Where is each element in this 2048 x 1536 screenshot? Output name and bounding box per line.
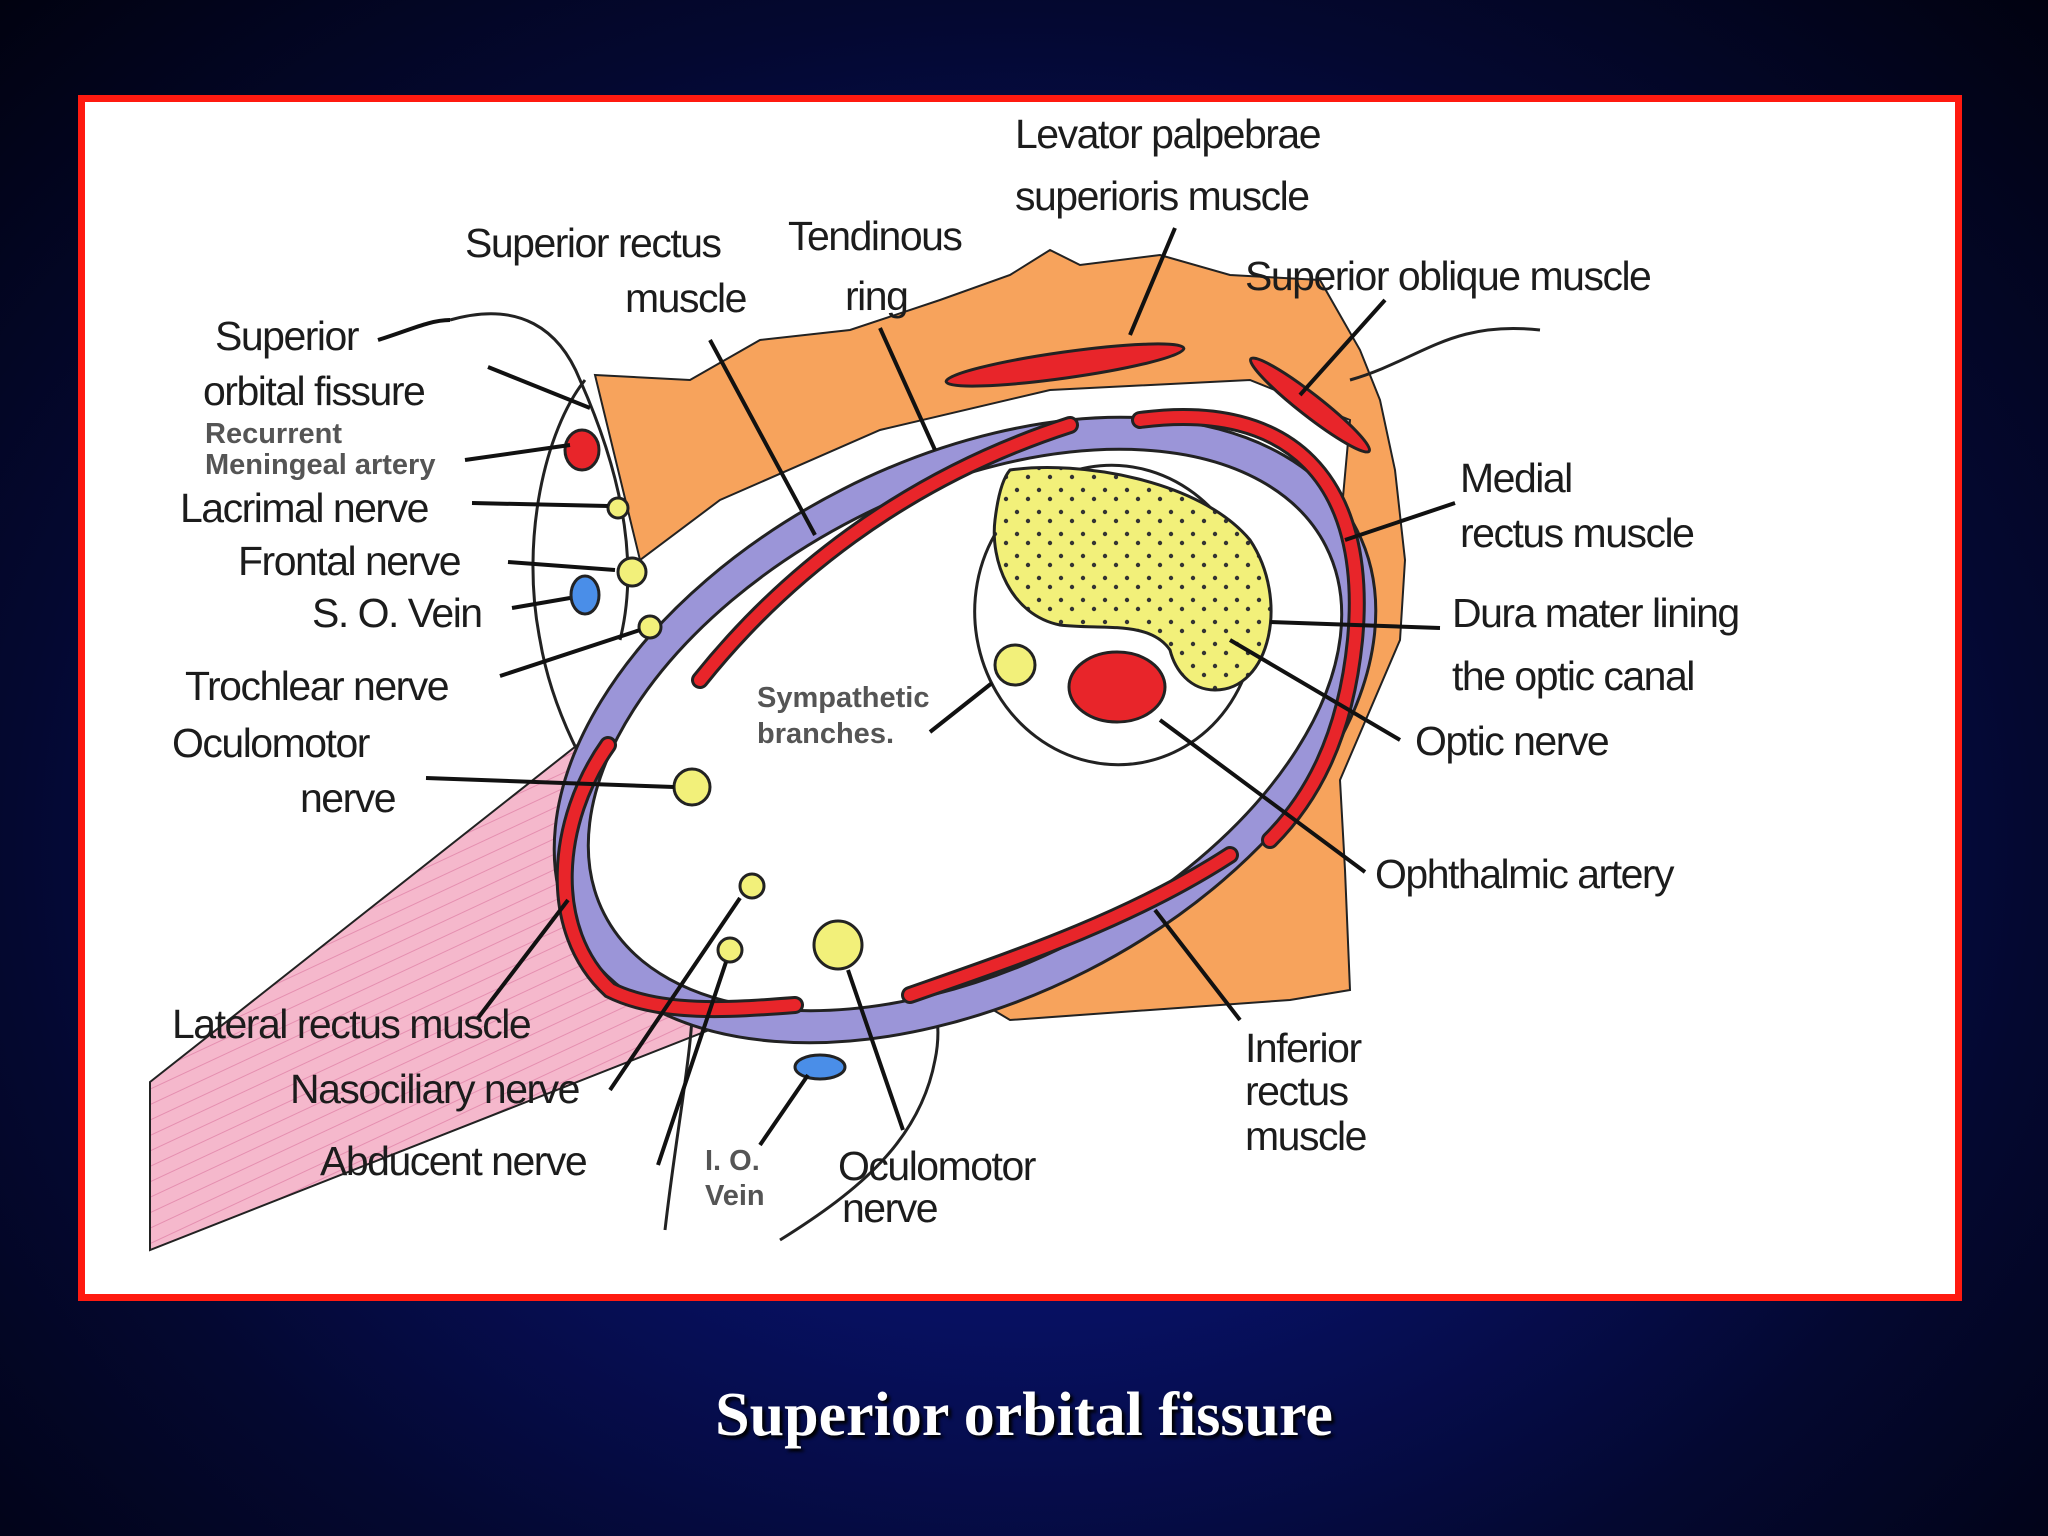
label-oculomotor-1: Oculomotor bbox=[172, 720, 370, 766]
recurrent-meningeal-artery bbox=[563, 428, 601, 472]
label-inferior-1: Inferior bbox=[1245, 1025, 1361, 1071]
label-oculomotor-b-1: Oculomotor bbox=[838, 1143, 1036, 1189]
levator-muscle bbox=[944, 342, 1186, 388]
label-levator-2: superioris muscle bbox=[1015, 173, 1309, 219]
io-vein-dot bbox=[793, 1053, 847, 1081]
lacrimal-nerve-dot bbox=[606, 496, 630, 520]
sympathetic-nerve-dot bbox=[993, 643, 1037, 687]
label-sympathetic-1: Sympathetic bbox=[757, 682, 929, 714]
label-medial-2: rectus muscle bbox=[1460, 510, 1693, 556]
label-superior-rectus-2: muscle bbox=[625, 275, 746, 321]
label-lateral-rectus: Lateral rectus muscle bbox=[172, 1001, 530, 1047]
label-dura-1: Dura mater lining bbox=[1452, 590, 1739, 636]
label-oculomotor-2: nerve bbox=[300, 775, 395, 821]
label-nasociliary: Nasociliary nerve bbox=[290, 1066, 579, 1112]
so-vein-dot bbox=[569, 574, 601, 616]
label-lacrimal: Lacrimal nerve bbox=[180, 485, 428, 531]
label-inferior-3: muscle bbox=[1245, 1113, 1366, 1159]
label-superior-oblique: Superior oblique muscle bbox=[1245, 253, 1650, 299]
label-abducent: Abducent nerve bbox=[320, 1138, 586, 1184]
label-io-vein-1: I. O. bbox=[705, 1145, 760, 1177]
superior-oblique-muscle bbox=[1249, 356, 1371, 454]
nasociliary-nerve-dot bbox=[738, 872, 766, 900]
label-medial-1: Medial bbox=[1460, 455, 1572, 501]
label-so-vein: S. O. Vein bbox=[312, 590, 482, 636]
label-dura-2: the optic canal bbox=[1452, 653, 1694, 699]
frontal-nerve-dot bbox=[616, 556, 648, 588]
label-levator-1: Levator palpebrae bbox=[1015, 111, 1320, 157]
label-frontal: Frontal nerve bbox=[238, 538, 460, 584]
trochlear-nerve-dot bbox=[637, 614, 663, 640]
slide-caption: Superior orbital fissure bbox=[715, 1381, 1333, 1449]
label-sof-2: orbital fissure bbox=[203, 368, 424, 414]
bone-edge-right bbox=[1349, 327, 1541, 382]
abducent-nerve-dot bbox=[716, 936, 744, 964]
label-oculomotor-b-2: nerve bbox=[842, 1185, 937, 1231]
label-inferior-2: rectus bbox=[1245, 1068, 1349, 1114]
label-optic: Optic nerve bbox=[1415, 718, 1608, 764]
label-tendinous-2: ring bbox=[845, 273, 907, 319]
oculomotor-inferior-dot bbox=[812, 919, 864, 971]
label-ophthalmic: Ophthalmic artery bbox=[1375, 851, 1675, 897]
oculomotor-superior-dot bbox=[672, 767, 712, 807]
label-sympathetic-2: branches. bbox=[757, 718, 894, 750]
label-sof-1: Superior bbox=[215, 313, 359, 359]
label-superior-rectus-1: Superior rectus bbox=[465, 220, 722, 266]
ophthalmic-artery bbox=[1067, 650, 1167, 724]
optic-nerve bbox=[992, 466, 1273, 692]
leader-lines bbox=[377, 227, 1456, 1166]
label-recurrent-1: Recurrent bbox=[205, 418, 342, 450]
label-io-vein-2: Vein bbox=[705, 1180, 765, 1212]
label-recurrent-2: Meningeal artery bbox=[205, 449, 435, 481]
label-trochlear: Trochlear nerve bbox=[185, 663, 448, 709]
label-tendinous-1: Tendinous bbox=[788, 213, 962, 259]
